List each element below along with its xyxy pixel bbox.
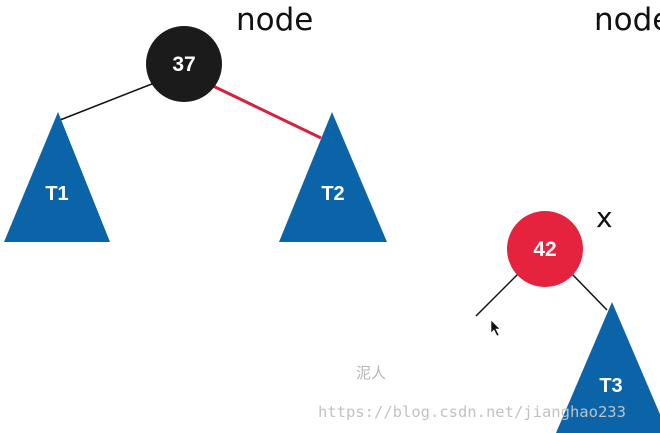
subtree-t3-triangle	[556, 302, 660, 433]
mouse-cursor-icon	[490, 319, 501, 337]
label-node-right: node	[594, 2, 660, 38]
edge-42-to-t3	[571, 273, 608, 311]
subtree-t1-triangle	[4, 112, 110, 242]
edge-42-left-dangling	[475, 273, 519, 317]
label-x: x	[596, 201, 613, 234]
edge-37-to-t1	[59, 79, 163, 121]
subtree-t3-label: T3	[599, 375, 622, 397]
node-42-red	[507, 211, 583, 287]
edge-37-to-t2-red	[212, 84, 322, 140]
node-37-black	[146, 26, 222, 102]
label-node-left: node	[236, 2, 313, 38]
node-37-value: 37	[172, 53, 195, 76]
subtree-t1-label: T1	[45, 183, 68, 205]
subtree-t2-label: T2	[321, 183, 344, 205]
watermark-url: https://blog.csdn.net/jianghao233	[318, 403, 626, 421]
node-42-value: 42	[533, 238, 556, 261]
watermark-author: 泥人	[356, 364, 386, 382]
subtree-t2-triangle	[279, 112, 387, 242]
